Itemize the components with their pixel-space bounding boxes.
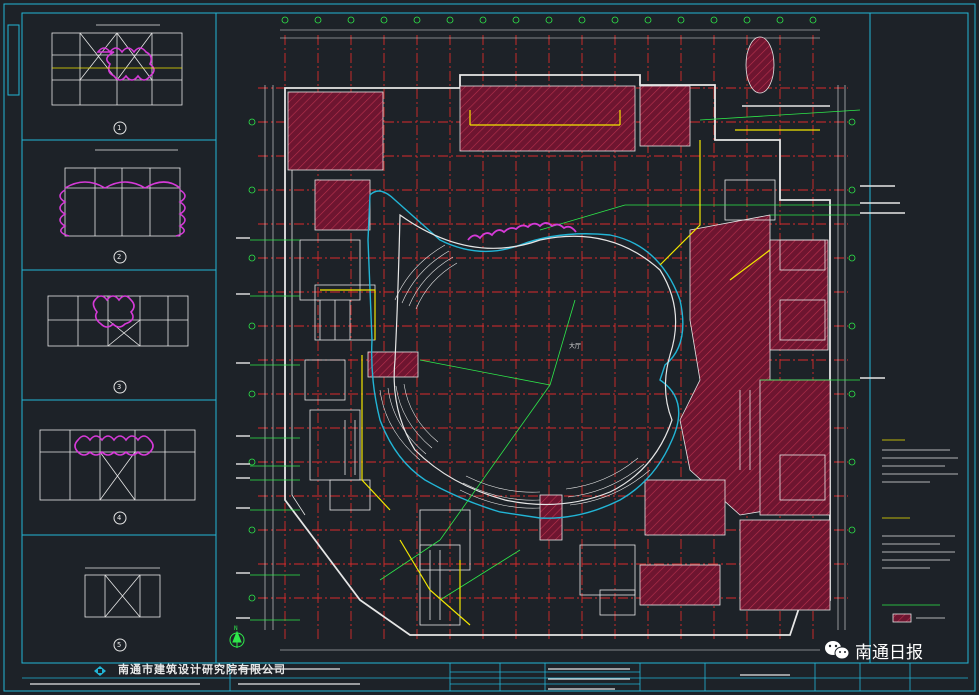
north-arrow-icon [229, 630, 245, 648]
detail-3-plan [47, 295, 189, 347]
detail-markers [113, 121, 127, 652]
notes-block [882, 439, 958, 623]
watermark-text: 南通日报 [855, 642, 923, 663]
title-block-text-lines [30, 668, 790, 690]
axis-bubbles [248, 16, 856, 602]
detail-number-4: 4 [117, 514, 122, 522]
building-outline [284, 74, 831, 636]
annotation-text-lines [236, 105, 905, 619]
detail-number-3: 3 [117, 383, 122, 391]
central-atrium [367, 190, 684, 519]
revision-cloud [467, 222, 577, 241]
leader-lines [250, 109, 861, 621]
wechat-icon [825, 641, 850, 660]
bleacher-steps [379, 244, 651, 509]
detail-1-plan [51, 24, 183, 106]
detail-number-5: 5 [117, 641, 122, 649]
detail-number-2: 2 [117, 253, 122, 261]
detail-5-plan [84, 567, 161, 618]
detail-2-plan [59, 149, 186, 237]
watermark: 南通日报 [823, 636, 923, 664]
hatched-zones [287, 36, 831, 611]
north-label: N [234, 625, 238, 632]
sheet-frame [3, 3, 976, 692]
detail-number-1: 1 [117, 124, 122, 132]
title-block [22, 663, 968, 691]
detail-4-plan [39, 429, 196, 501]
company-name: 南通市建筑设计研究院有限公司 [118, 663, 286, 676]
highlight-lines [320, 110, 820, 626]
central-hall-label: 大厅 [569, 343, 582, 350]
dimension-lines [264, 29, 846, 651]
company-logo-icon [94, 666, 106, 676]
